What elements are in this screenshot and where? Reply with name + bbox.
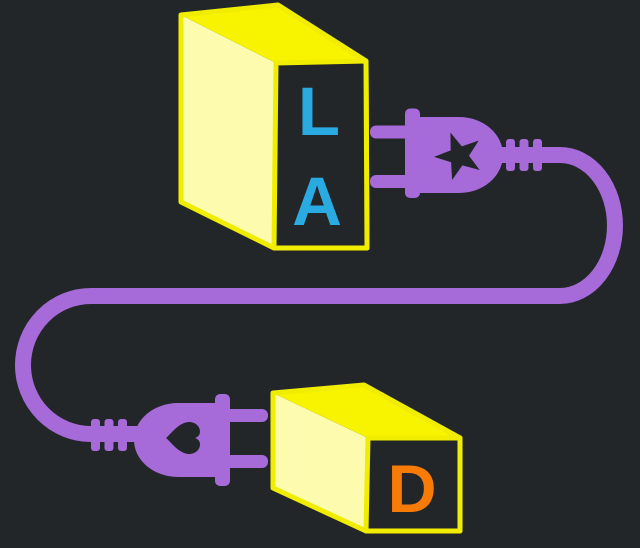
box-side-face <box>181 15 276 248</box>
heart-icon <box>166 422 200 454</box>
plug-cap <box>405 108 420 198</box>
cable-rib <box>104 419 114 451</box>
top-plug <box>370 108 542 198</box>
cable-path <box>15 147 623 442</box>
top-box: L A <box>178 2 370 251</box>
bottom-box-letter: D <box>387 451 436 527</box>
cable <box>15 147 623 442</box>
top-box-letter-top: L <box>298 73 340 150</box>
box-top-face <box>181 5 366 63</box>
bottom-plug <box>91 394 268 486</box>
plug-prong <box>225 409 268 422</box>
top-box-letter-bottom: A <box>292 163 342 240</box>
box-front-face <box>363 435 463 534</box>
cable-rib <box>118 419 127 451</box>
star-icon <box>434 132 480 180</box>
cable-rib <box>533 139 542 171</box>
cable-rib <box>91 419 100 451</box>
plug-prong <box>370 125 412 139</box>
plug-prong <box>225 455 268 468</box>
box-front-face <box>271 58 370 251</box>
bottom-box: D <box>270 382 463 534</box>
box-top-face <box>273 385 460 438</box>
plug-cap <box>215 394 230 486</box>
cable-rib <box>506 139 515 171</box>
cable-rib <box>519 139 529 171</box>
plug-prong <box>370 175 412 188</box>
